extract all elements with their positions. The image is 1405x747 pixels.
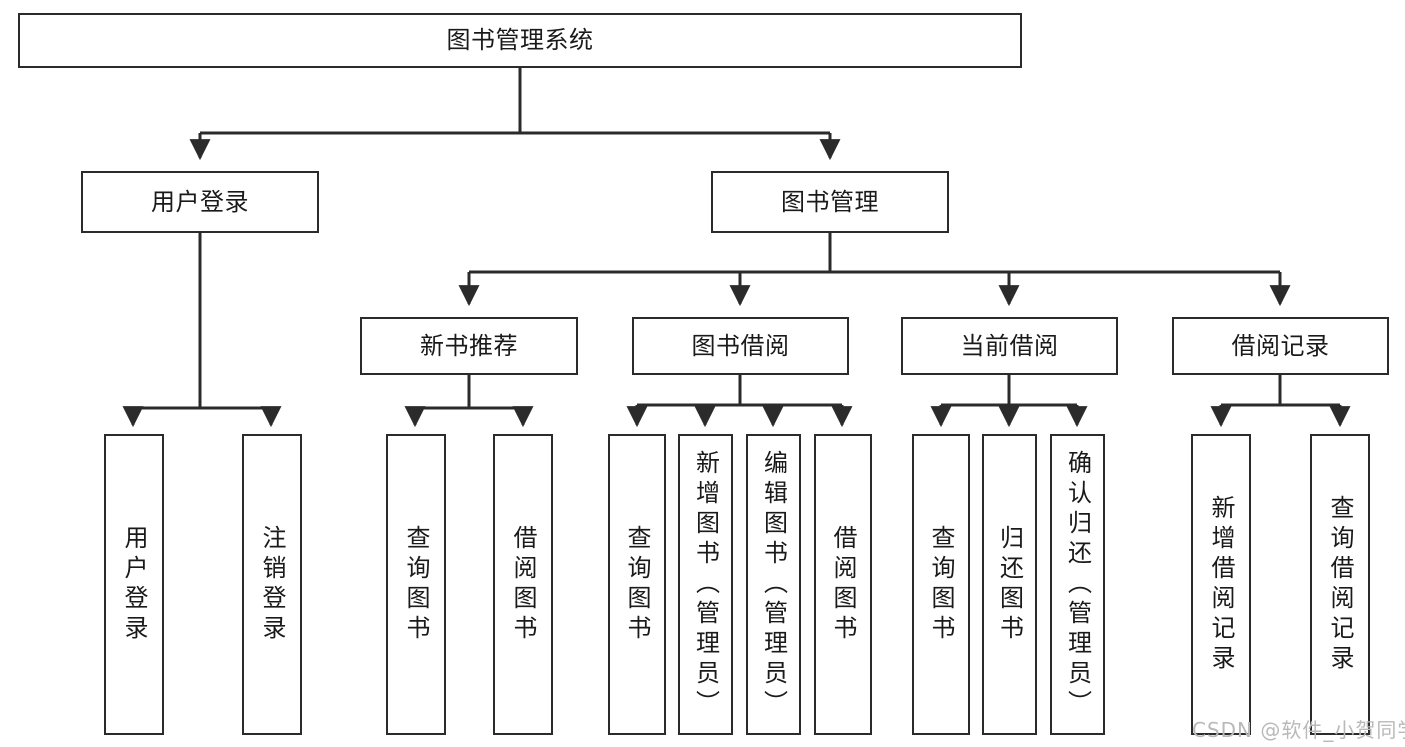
node-book-borrow[interactable]: 图书借阅 <box>632 317 849 375</box>
node-label: 新书推荐 <box>420 331 518 360</box>
node-label: 查询图书 <box>623 524 651 645</box>
node-label: 用户登录 <box>120 524 148 645</box>
node-current-borrow[interactable]: 当前借阅 <box>901 317 1118 375</box>
watermark-text: CSDN @软件_小贺同学 <box>1192 718 1405 742</box>
node-label: 图书借阅 <box>691 331 790 360</box>
node-label: 当前借阅 <box>960 331 1059 360</box>
leaf-borrow-add-book-admin[interactable]: 新增图书（管理员） <box>678 434 733 735</box>
leaf-borrow-edit-book-admin[interactable]: 编辑图书（管理员） <box>746 434 801 735</box>
node-new-book-recommend[interactable]: 新书推荐 <box>360 317 578 375</box>
leaf-recommend-query-book[interactable]: 查询图书 <box>386 434 446 735</box>
node-label: 借阅图书 <box>509 524 537 645</box>
node-label: 图书管理系统 <box>446 26 594 55</box>
node-label: 新增借阅记录 <box>1207 494 1235 675</box>
node-label: 借阅记录 <box>1231 331 1330 360</box>
node-label: 查询图书 <box>927 524 955 645</box>
node-label: 查询图书 <box>402 524 430 645</box>
leaf-current-query-book[interactable]: 查询图书 <box>912 434 970 735</box>
leaf-user-login-logout[interactable]: 注销登录 <box>242 434 302 735</box>
node-label: 注销登录 <box>258 524 286 645</box>
node-borrow-record[interactable]: 借阅记录 <box>1172 317 1389 375</box>
node-label: 查询借阅记录 <box>1326 494 1354 675</box>
node-label: 图书管理 <box>781 187 879 216</box>
leaf-record-add-record[interactable]: 新增借阅记录 <box>1191 434 1251 735</box>
node-label: 归还图书 <box>995 524 1024 645</box>
node-label: 新增图书（管理员） <box>691 449 720 720</box>
node-root-system[interactable]: 图书管理系统 <box>18 13 1022 68</box>
node-label: 编辑图书（管理员） <box>759 449 788 720</box>
leaf-current-confirm-return-admin[interactable]: 确认归还（管理员） <box>1050 434 1105 735</box>
node-user-login[interactable]: 用户登录 <box>81 171 319 233</box>
leaf-recommend-borrow-book[interactable]: 借阅图书 <box>493 434 553 735</box>
node-label: 用户登录 <box>151 187 249 216</box>
leaf-user-login-login[interactable]: 用户登录 <box>104 434 164 735</box>
node-label: 借阅图书 <box>829 524 857 645</box>
leaf-record-query-record[interactable]: 查询借阅记录 <box>1310 434 1370 735</box>
leaf-borrow-borrow-book[interactable]: 借阅图书 <box>814 434 872 735</box>
node-book-management[interactable]: 图书管理 <box>711 171 949 233</box>
node-label: 确认归还（管理员） <box>1063 449 1092 720</box>
leaf-current-return-book[interactable]: 归还图书 <box>982 434 1037 735</box>
leaf-borrow-query-book[interactable]: 查询图书 <box>608 434 666 735</box>
